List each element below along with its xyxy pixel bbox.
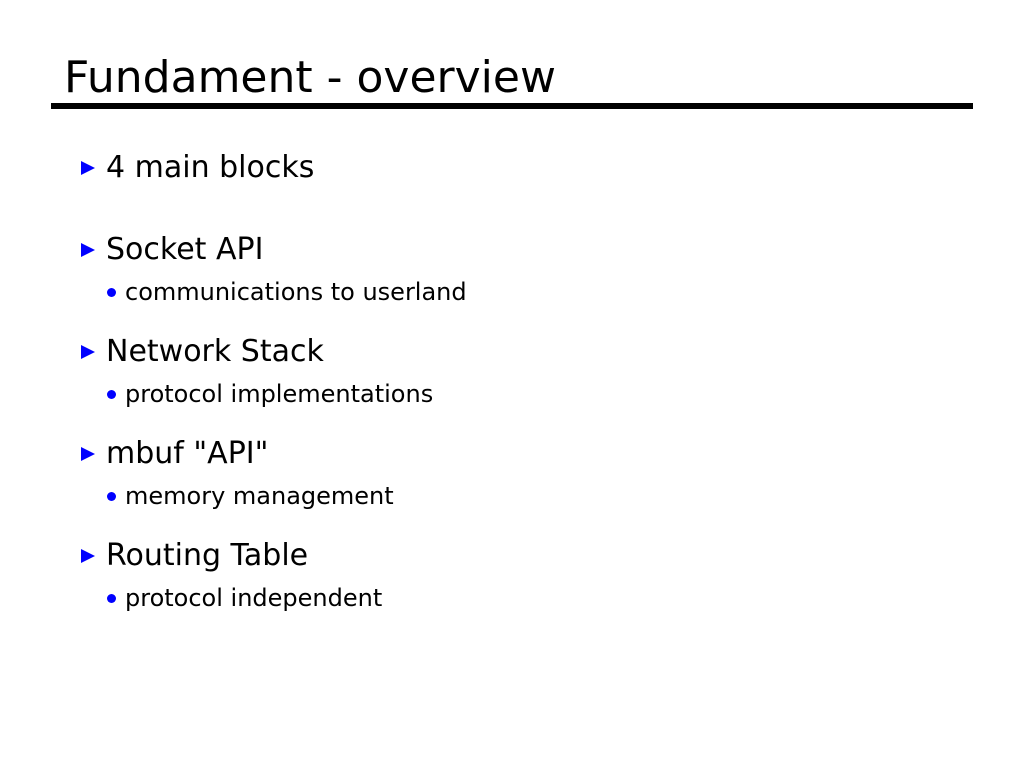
sub-bullet-item: protocol implementations — [0, 376, 1024, 412]
bullet-item-label: Routing Table — [106, 538, 309, 573]
bullet-item-label: Socket API — [106, 232, 264, 267]
triangle-right-icon — [79, 228, 97, 272]
slide-body-outline: 4 main blocks Socket API communications … — [0, 146, 1024, 616]
sub-bullet-item-label: communications to userland — [125, 278, 467, 306]
outline-group: mbuf "API" memory management — [0, 432, 1024, 514]
dot-icon — [107, 274, 116, 310]
bullet-item: Network Stack — [0, 330, 1024, 374]
sub-bullet-item-label: protocol independent — [125, 584, 383, 612]
bullet-item: Socket API — [0, 228, 1024, 272]
bullet-item-label: 4 main blocks — [106, 150, 315, 185]
sub-bullet-item-label: protocol implementations — [125, 380, 434, 408]
triangle-right-icon — [79, 432, 97, 476]
sub-bullet-item-label: memory management — [125, 482, 394, 510]
sub-bullet-item: communications to userland — [0, 274, 1024, 310]
dot-icon — [107, 580, 116, 616]
bullet-item: Routing Table — [0, 534, 1024, 578]
title-underline-rule — [51, 103, 973, 109]
outline-group: Network Stack protocol implementations — [0, 330, 1024, 412]
bullet-item-label: Network Stack — [106, 334, 324, 369]
triangle-right-icon — [79, 146, 97, 190]
dot-icon — [107, 478, 116, 514]
outline-group: Routing Table protocol independent — [0, 534, 1024, 616]
triangle-right-icon — [79, 330, 97, 374]
sub-bullet-item: memory management — [0, 478, 1024, 514]
bullet-item: 4 main blocks — [0, 146, 1024, 190]
sub-bullet-item: protocol independent — [0, 580, 1024, 616]
outline-group: 4 main blocks — [0, 146, 1024, 190]
bullet-item-label: mbuf "API" — [106, 436, 269, 471]
outline-group: Socket API communications to userland — [0, 228, 1024, 310]
dot-icon — [107, 376, 116, 412]
triangle-right-icon — [79, 534, 97, 578]
slide-title: Fundament - overview — [64, 52, 556, 103]
bullet-item: mbuf "API" — [0, 432, 1024, 476]
